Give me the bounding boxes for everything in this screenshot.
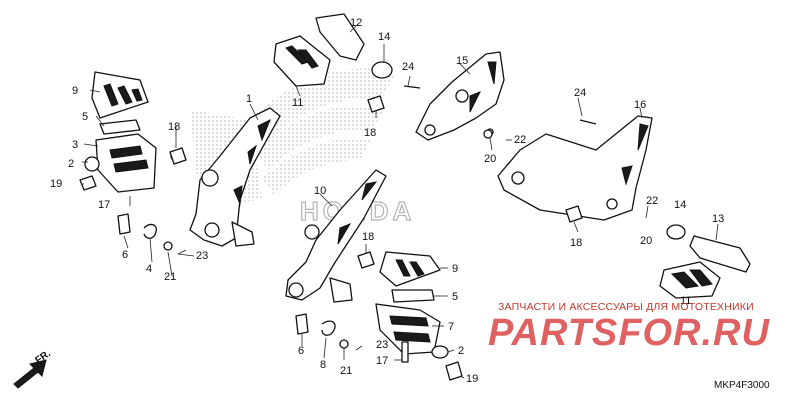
callout-21-left: 21 [164, 271, 176, 283]
front-direction-arrow: FR. [13, 348, 53, 389]
callout-2-left: 2 [68, 158, 74, 170]
main-step-bracket-right [285, 169, 387, 303]
callout-23-right: 23 [376, 339, 388, 351]
callout-4: 4 [146, 263, 152, 275]
footpeg-rubber-ribs-left [103, 83, 143, 107]
left-pin-spring-set [117, 213, 187, 255]
bolts [169, 85, 597, 269]
callout-22-top: 22 [514, 134, 526, 146]
callout-18-right: 18 [570, 237, 582, 249]
pivot-collar-left [84, 156, 100, 172]
washer-21-left [163, 241, 173, 251]
callout-15: 15 [456, 55, 468, 67]
callout-23-left: 23 [196, 250, 208, 262]
callout-14-right: 14 [674, 199, 686, 211]
callout-7: 7 [448, 321, 454, 333]
callout-22-right: 22 [646, 195, 658, 207]
footpeg-arm-12 [315, 13, 365, 61]
watermark-logo: PARTSFOR.RU [488, 312, 770, 354]
callout-17-right: 17 [376, 355, 388, 367]
callout-18-left: 18 [168, 121, 180, 133]
callout-19-right: 19 [466, 373, 478, 385]
callout-10: 10 [314, 185, 326, 197]
callout-numbers: 1 2 3 4 5 6 7 8 9 10 11 12 13 14 15 16 1… [50, 17, 724, 385]
callout-20-right: 20 [640, 235, 652, 247]
callout-18-mid: 18 [364, 127, 376, 139]
pin-6-left [117, 213, 131, 235]
footpeg-arm-13 [689, 235, 751, 273]
callout-18-lower: 18 [362, 231, 374, 243]
washer-14-top [371, 61, 393, 79]
bolt-19-left [79, 175, 97, 191]
callout-1: 1 [246, 93, 252, 105]
right-footpeg-rubber-set [659, 224, 751, 299]
leader-lines [82, 23, 719, 379]
callout-12: 12 [350, 17, 362, 29]
callout-2-right: 2 [458, 345, 464, 357]
callout-13: 13 [712, 213, 724, 225]
callout-21-right: 21 [340, 365, 352, 377]
washer-14-right [666, 224, 686, 240]
callout-9-left: 9 [72, 85, 78, 97]
diagram-code: MKP4F3000 [714, 380, 770, 391]
callout-11-right: 11 [680, 295, 691, 307]
callout-9-right: 9 [452, 263, 458, 275]
front-arrow-icon [13, 359, 47, 389]
left-footpeg-assembly [79, 71, 157, 193]
callout-14-top: 14 [378, 31, 390, 43]
callout-20: 20 [484, 153, 496, 165]
spring-4-left [143, 223, 157, 239]
watermark-tagline: ЗАПЧАСТИ И АКСЕССУАРЫ ДЛЯ МОТОТЕХНИКИ [498, 301, 754, 313]
callout-6-right: 6 [298, 345, 304, 357]
main-step-bracket-left [170, 107, 281, 247]
top-footpeg-rubber-set [273, 13, 393, 87]
footpeg-bracket-slots-left [109, 145, 149, 173]
callout-16: 16 [634, 99, 646, 111]
callout-8: 8 [320, 359, 326, 371]
callout-5-left: 5 [82, 111, 88, 123]
footpeg-washer-left [99, 119, 141, 135]
callout-11-top: 11 [292, 97, 303, 109]
callout-24-right: 24 [574, 87, 586, 99]
callout-3: 3 [72, 139, 78, 151]
right-pin-spring-set [295, 313, 349, 349]
callout-24-top: 24 [402, 61, 414, 73]
callout-17-left: 17 [98, 199, 110, 211]
callout-5-right: 5 [452, 291, 458, 303]
right-footpeg-assembly [375, 251, 463, 381]
footpeg-rubber-left [91, 71, 149, 119]
callout-6-left: 6 [122, 249, 128, 261]
step-bracket-16 [497, 115, 653, 221]
callout-19-left: 19 [50, 178, 62, 190]
